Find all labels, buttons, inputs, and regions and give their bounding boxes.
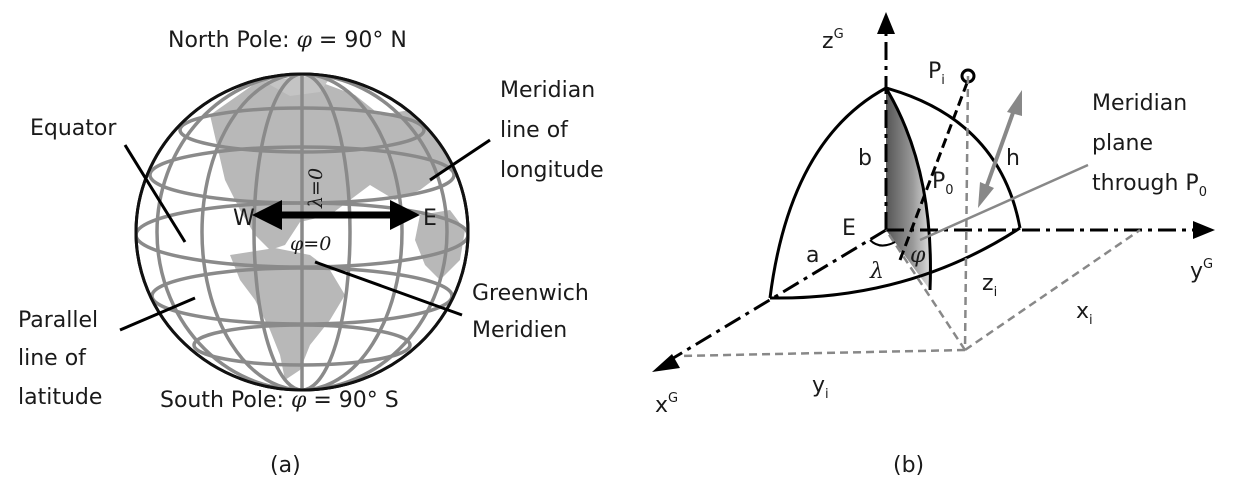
continent-east — [415, 210, 465, 280]
h-label: h — [1006, 146, 1020, 171]
equator-curve — [769, 226, 1021, 300]
lambda-label: λ — [869, 259, 884, 284]
y-axis-label: yG — [1190, 257, 1213, 284]
parallel-label-line3: latitude — [18, 385, 102, 410]
e-label: E — [842, 216, 856, 241]
y-axis-arrow — [1193, 221, 1215, 239]
west-label: W — [233, 206, 255, 231]
meridian-label-line2: line of — [500, 118, 569, 143]
parallel-label-line1: Parallel — [18, 308, 98, 333]
west-east-arrow — [252, 200, 420, 230]
leader-lines-a — [119, 138, 491, 332]
z-axis-label: zG — [822, 27, 844, 54]
meridian-plane-label-line1: Meridian — [1092, 91, 1187, 116]
east-label: E — [423, 206, 437, 231]
x-axis — [669, 228, 887, 362]
graticule — [136, 74, 468, 390]
projection-lines — [679, 75, 1141, 358]
equator-label: Equator — [30, 116, 117, 141]
lambda-zero-label: λ=0 — [305, 168, 327, 209]
x-axis-arrow — [652, 354, 680, 372]
greenwich-label-line2: Meridien — [472, 318, 567, 343]
xi-label: xi — [1076, 299, 1093, 328]
zi-label: zi — [982, 271, 997, 300]
meridian-label-line3: longitude — [500, 158, 604, 183]
south-pole-label: South Pole: φ = 90° S — [160, 388, 399, 413]
a-label: a — [806, 243, 819, 268]
yi-label: yi — [812, 373, 829, 402]
meridian-plane-label-line3: through P0 — [1092, 171, 1207, 200]
ellipsoid-outline-top — [885, 86, 1022, 229]
phi-zero-label: φ=0 — [290, 233, 331, 255]
parallel-label-line2: line of — [18, 346, 87, 371]
ellipsoid-diagram — [652, 12, 1215, 372]
normal-line — [898, 74, 972, 261]
height-arrow — [978, 90, 1022, 208]
caption-a: (a) — [270, 453, 301, 478]
meridian-curve — [884, 87, 932, 291]
meridian-plane-label-line2: plane — [1092, 131, 1153, 156]
plane-leader — [919, 163, 1089, 242]
caption-b: (b) — [893, 453, 924, 478]
p0-label: P0 — [932, 169, 954, 198]
lambda-arc — [869, 239, 896, 247]
ellipsoid-outline-front — [768, 86, 887, 299]
x-axis-label: xG — [655, 391, 678, 418]
north-pole-label: North Pole: φ = 90° N — [168, 28, 407, 53]
greenwich-label-line1: Greenwich — [472, 281, 589, 306]
phi-label: φ — [910, 243, 926, 268]
globe — [134, 72, 470, 392]
z-axis-arrow — [877, 12, 895, 34]
meridian-plane-shade — [886, 88, 931, 290]
continent-americas — [230, 248, 345, 380]
pi-label: Pi — [928, 59, 945, 88]
b-label: b — [858, 146, 872, 171]
meridian-label-line1: Meridian — [500, 78, 595, 103]
